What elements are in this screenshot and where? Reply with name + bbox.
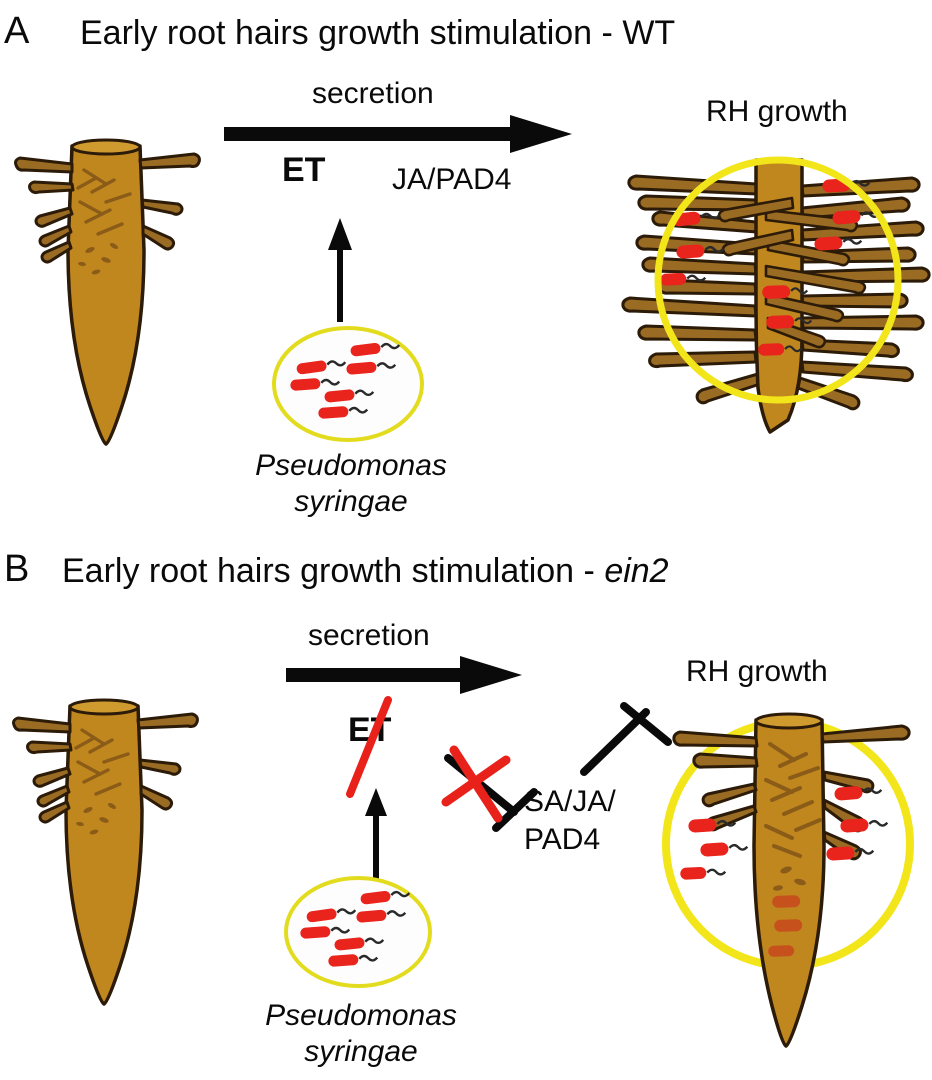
t-bar-inhibition-icon-b-1	[441, 745, 538, 832]
panel-title-b: Early root hairs growth stimulation - ei…	[62, 554, 669, 588]
right-arrow-icon-b	[286, 656, 522, 694]
red-cross-icon-b	[441, 745, 511, 823]
panel-title-a: Early root hairs growth stimulation - WT	[80, 16, 675, 50]
t-bar-inhibition-icon-b-2	[580, 702, 672, 776]
panel-title-b-prefix: Early root hairs growth stimulation -	[62, 552, 605, 590]
panel-letter-b: B	[4, 548, 30, 590]
up-arrow-icon-b	[365, 788, 387, 880]
red-strike-icon-b	[346, 696, 392, 798]
rh-growth-label-b: RH growth	[686, 655, 828, 688]
panel-title-b-suffix: ein2	[604, 552, 669, 590]
secretion-label-b: secretion	[308, 619, 430, 652]
bacteria-genus-label-a: Pseudomonas	[255, 449, 447, 482]
panel-title-a-prefix: Early root hairs growth stimulation -	[80, 14, 623, 52]
bacteria-colony-icon-b	[284, 876, 432, 988]
hairy-root-icon-a	[621, 156, 931, 434]
hormones-label-a: JA/PAD4	[392, 163, 512, 196]
yellow-halo-icon-a	[654, 156, 902, 404]
bacteria-colony-icon-a	[272, 326, 424, 442]
et-label-a: ET	[282, 151, 326, 189]
secretion-label-a: secretion	[312, 77, 434, 110]
bacteria-genus-label-b: Pseudomonas	[265, 999, 457, 1032]
bacteria-species-label-a: syringae	[294, 485, 408, 518]
root-icon-b-left	[12, 698, 199, 1006]
bacteria-species-label-b: syringae	[304, 1035, 418, 1068]
panel-letter-a: A	[4, 10, 30, 52]
root-icon-b-right	[662, 712, 914, 1048]
right-arrow-icon-a	[224, 115, 572, 153]
rh-growth-label-a: RH growth	[706, 95, 848, 128]
hormones-label-b-line1: SA/JA/	[524, 785, 616, 818]
up-arrow-icon-a	[328, 218, 352, 322]
panel-title-a-suffix: WT	[622, 14, 676, 52]
root-icon-a-left	[14, 138, 201, 446]
hormones-label-b-line2: PAD4	[524, 823, 601, 856]
